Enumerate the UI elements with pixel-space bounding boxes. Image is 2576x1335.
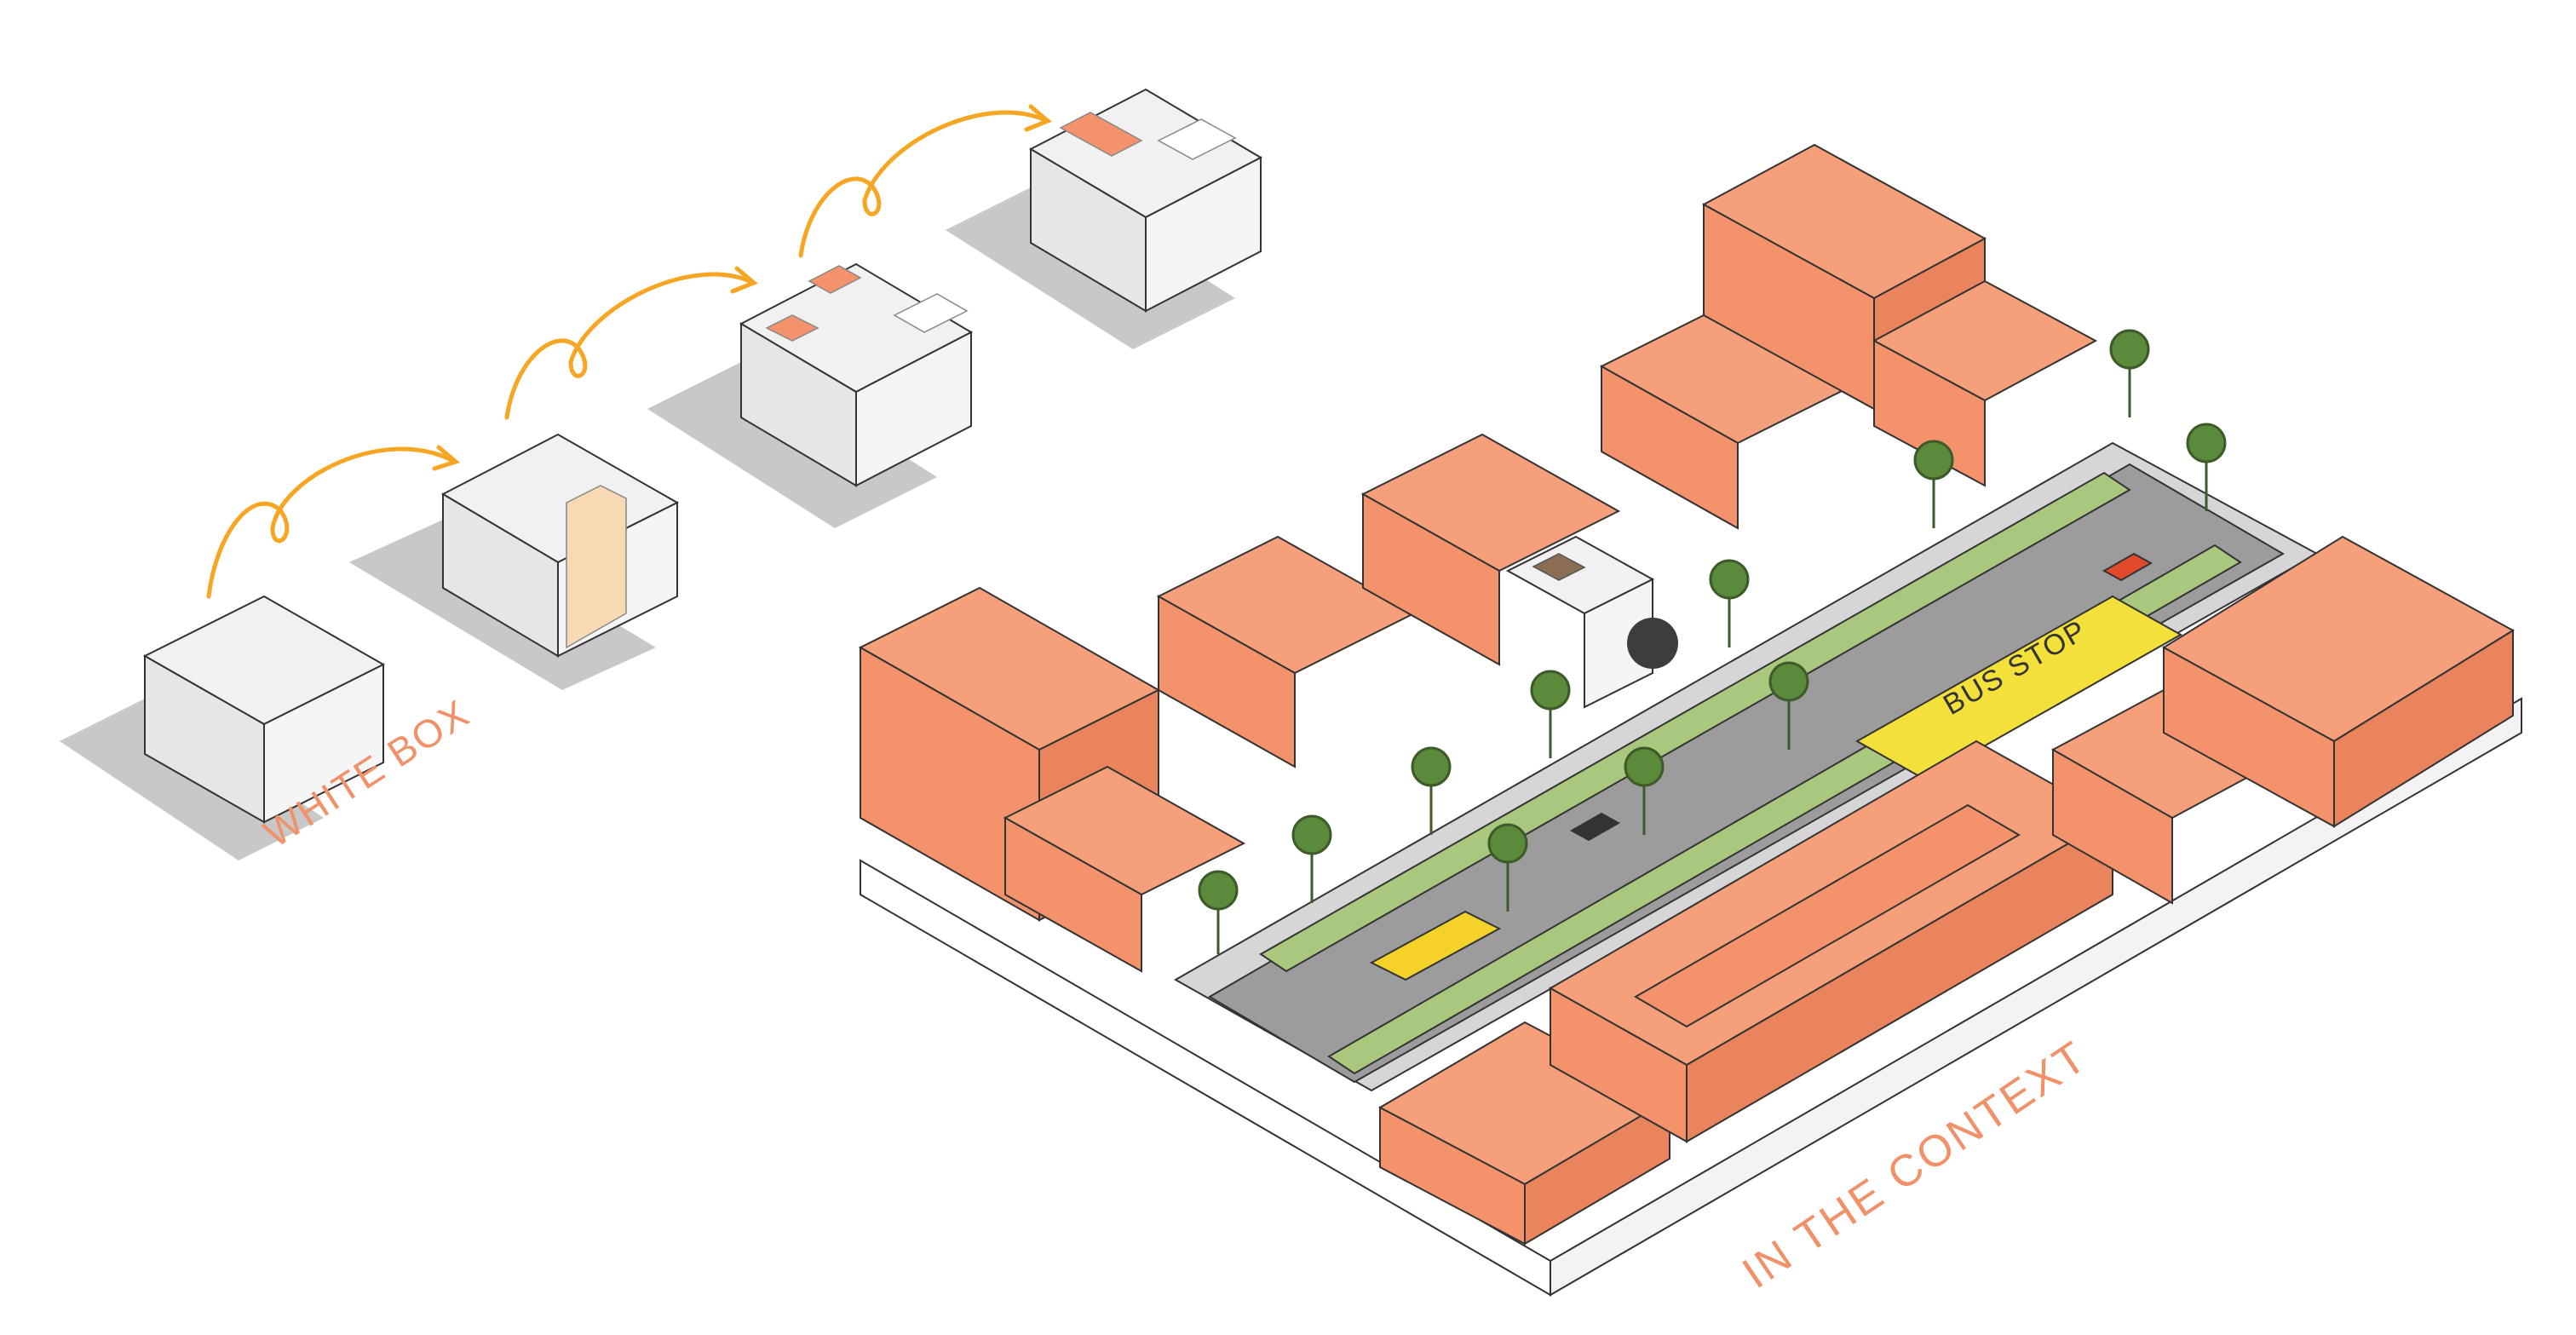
palm-tree-crown	[1915, 441, 1952, 479]
palm-tree-crown	[1489, 825, 1527, 862]
palm-tree-crown	[1293, 816, 1331, 854]
tree-canopy	[1627, 618, 1678, 669]
white-box-4	[946, 89, 1261, 349]
palm-tree-crown	[2188, 424, 2225, 462]
white-box-3	[647, 264, 971, 528]
palm-tree-crown	[1625, 748, 1663, 785]
palm-tree-crown	[1711, 561, 1748, 598]
palm-tree-crown	[1199, 872, 1237, 909]
palm-tree-crown	[1412, 748, 1450, 785]
white-box-2	[349, 434, 677, 690]
palm-tree-crown	[1532, 671, 1569, 709]
palm-tree-crown	[1770, 663, 1808, 700]
palm-tree-crown	[2111, 331, 2148, 368]
